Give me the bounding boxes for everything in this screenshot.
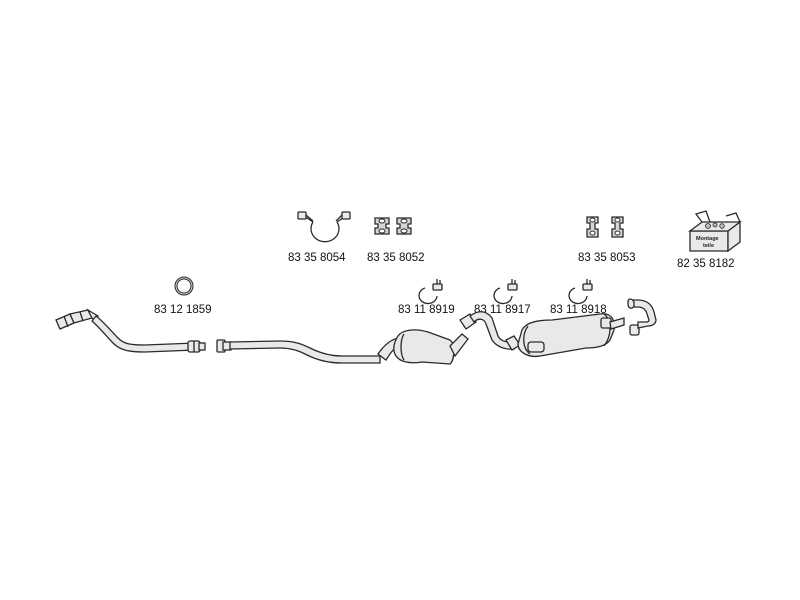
part-label-mounting-kit: 82 35 8182 xyxy=(677,258,735,270)
rubber-mount-pair-1-icon xyxy=(374,217,412,235)
part-label-rubber-mount-pair-1: 83 35 8052 xyxy=(367,252,425,264)
mounting-kit-box-icon: Montage teile xyxy=(688,210,742,253)
seal-ring-icon xyxy=(174,276,194,296)
clamp-1-icon xyxy=(418,279,443,305)
middle-silencer-icon xyxy=(377,329,469,365)
part-label-clamp-3: 83 11 8918 xyxy=(550,304,607,316)
rear-silencer-icon xyxy=(517,313,625,358)
part-label-rubber-mount-pair-2: 83 35 8053 xyxy=(578,252,636,264)
part-label-seal-ring: 83 12 1859 xyxy=(154,304,212,316)
part-label-clamp-2: 83 11 8917 xyxy=(474,304,531,316)
part-label-clamp-1: 83 11 8919 xyxy=(398,304,455,316)
front-pipe-icon xyxy=(55,308,206,353)
clamp-ring-large-icon xyxy=(297,211,351,243)
clamp-3-icon xyxy=(568,279,593,305)
part-label-clamp-ring-large: 83 35 8054 xyxy=(288,252,346,264)
kit-box-label-line2: teile xyxy=(703,243,714,249)
intermediate-pipe-icon xyxy=(459,311,521,351)
rubber-mount-pair-2-icon xyxy=(586,216,624,238)
kit-box-label-line1: Montage xyxy=(696,236,719,242)
tail-pipe-icon xyxy=(627,298,657,336)
clamp-2-icon xyxy=(493,279,518,305)
middle-pipe-icon xyxy=(216,339,381,364)
